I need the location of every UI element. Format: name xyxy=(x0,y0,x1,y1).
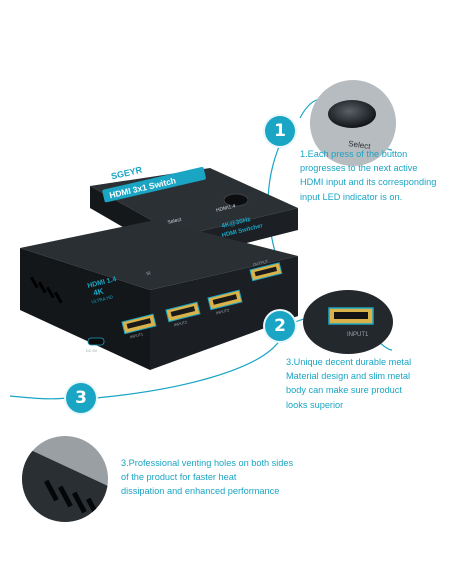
feature-1-line: input LED indicator is on. xyxy=(300,191,403,202)
vent-holes-callout xyxy=(22,436,108,522)
dc-port xyxy=(87,337,105,346)
hdmi-switch-device: HDMI 3x1 Switch SGEYR Select HDMI1.4 4K@… xyxy=(20,165,298,370)
hdmi-callout-art: INPUT1 xyxy=(303,290,393,354)
feature-3-text: 3.Professional venting holes on both sid… xyxy=(121,456,293,499)
select-button[interactable] xyxy=(223,193,249,207)
feature-2-line: 3.Unique decent durable metal xyxy=(286,357,412,367)
port-label-output: OUTPUT xyxy=(252,259,269,267)
front-uhd-label: ULTRA HD xyxy=(91,294,114,304)
feature-3-line: of the product for faster heat xyxy=(121,472,237,483)
vent-slots-closeup xyxy=(44,479,100,518)
port-label-input2: INPUT2 xyxy=(174,320,188,327)
port-label-input3: INPUT3 xyxy=(216,308,230,315)
select-button-callout: Select xyxy=(310,80,396,166)
front-4k-label: 4K xyxy=(92,286,104,297)
feature-2-line: Material design and slim metal xyxy=(286,371,411,382)
vent-holes xyxy=(30,276,63,304)
select-callout-label: Select xyxy=(348,139,372,151)
feature-2-line: body can make sure product xyxy=(286,385,402,396)
select-button-closeup xyxy=(328,100,376,128)
feature-2-line: looks superior xyxy=(286,399,344,410)
feature-1-text: 1.Each press of the button progresses to… xyxy=(300,147,436,204)
port-label-input1: INPUT1 xyxy=(130,332,144,339)
feature-1-number: 1 xyxy=(265,116,295,146)
hdmi-callout-label: INPUT1 xyxy=(347,332,369,338)
feature-2-number: 2 xyxy=(265,311,295,341)
hdmi-version-top: HDMI1.4 xyxy=(216,203,237,214)
hdmi-port-callout: INPUT1 xyxy=(303,290,393,354)
select-label-small: Select xyxy=(167,217,183,226)
dc-label: DC 5V xyxy=(86,349,98,353)
hdmi-ports: INPUT1 INPUT2 INPUT3 OUTPUT xyxy=(121,259,283,339)
feature-2-text: 3.Unique decent durable metal Material d… xyxy=(286,355,411,412)
select-callout-art: Select xyxy=(310,80,396,166)
feature-3-line: dissipation and enhanced performance xyxy=(121,486,280,497)
feature-1-line: HDMI input and its corresponding xyxy=(300,177,437,188)
feature-3-number: 3 xyxy=(66,383,96,413)
ir-label: IR xyxy=(146,270,152,276)
vent-callout-art xyxy=(22,436,108,522)
feature-3-line: 3.Professional venting holes on both sid… xyxy=(121,458,294,468)
feature-1-line: progresses to the next active xyxy=(300,163,418,174)
feature-1-line: 1.Each press of the button xyxy=(300,149,408,159)
